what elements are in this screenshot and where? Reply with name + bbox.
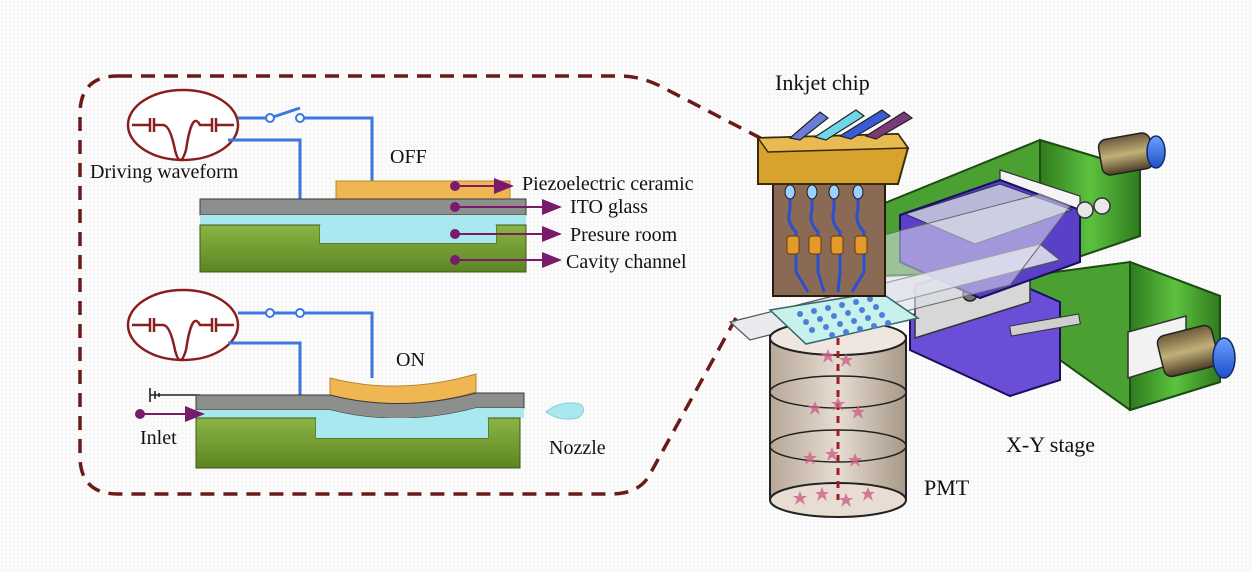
xy-stage (728, 132, 1236, 412)
layer-leaders (450, 178, 562, 268)
channel-layer (196, 408, 524, 419)
waveform-generator-icon (126, 88, 240, 162)
cavity-label: Cavity channel (566, 251, 687, 273)
pmt-label: PMT (924, 475, 970, 500)
piezo-label: Piezoelectric ceramic (522, 173, 694, 195)
channel-layer (200, 215, 526, 225)
nozzle-label: Nozzle (549, 437, 606, 459)
wire (228, 106, 374, 200)
microarray-slide (768, 291, 920, 345)
switch-contact (265, 308, 275, 318)
waveform-label: Driving waveform (90, 161, 239, 183)
pressure-label: Presure room (570, 224, 678, 246)
piezo-ceramic (335, 180, 511, 200)
pmt-detector (769, 320, 907, 518)
switch-contact (295, 113, 305, 123)
inkjet-chip (756, 109, 914, 297)
ito-label: ITO glass (570, 196, 648, 218)
pressure-room (320, 225, 496, 243)
switch-contact (265, 113, 275, 123)
waveform-generator-icon (126, 288, 240, 362)
pressure-room (316, 418, 488, 438)
on-state-illustration: ON Inlet Nozzle (126, 288, 606, 469)
off-state-illustration: Driving waveform OFF Piezoelectric ceram… (90, 88, 694, 273)
switch-contact (295, 308, 305, 318)
xy-stage-label: X-Y stage (1006, 432, 1095, 457)
on-label: ON (396, 349, 425, 371)
callout-outline (78, 74, 769, 496)
ink-droplet-icon (545, 402, 584, 420)
ground-icon (149, 388, 200, 402)
inkjet-chip-label: Inkjet chip (775, 70, 870, 95)
off-label: OFF (390, 146, 427, 168)
inlet-label: Inlet (140, 427, 177, 449)
